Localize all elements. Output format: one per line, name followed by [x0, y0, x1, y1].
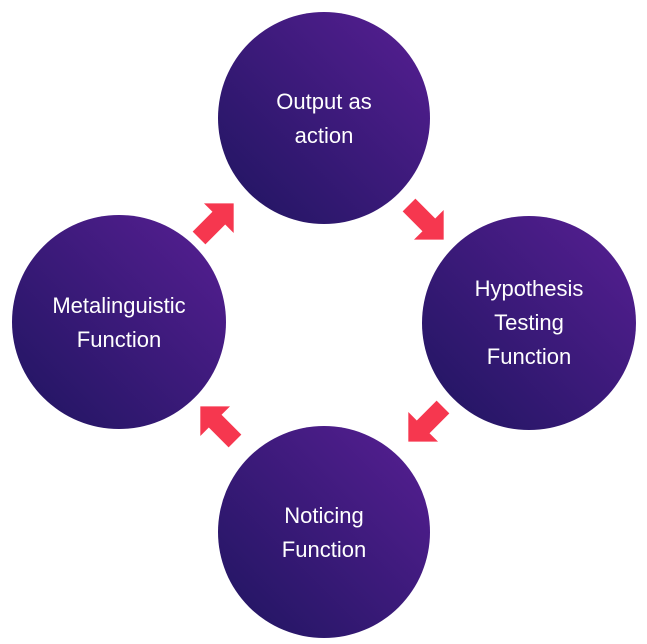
node-label-hypothesis-testing-function: Hypothesis Testing Function: [474, 276, 584, 369]
cycle-node-noticing-function: Noticing Function: [218, 426, 430, 638]
node-label-noticing-function: Noticing Function: [281, 503, 367, 562]
arrow-down-right-icon: [400, 196, 452, 248]
node-label-output-as-action: Output as action: [276, 89, 372, 148]
node-label-metalinguistic-function: Metalinguistic Function: [52, 293, 186, 352]
arrow-up-right-icon: [190, 195, 242, 247]
arrow-down-left-icon: [400, 398, 452, 450]
cycle-node-metalinguistic-function: Metalinguistic Function: [12, 215, 226, 429]
arrow-up-left-icon: [192, 398, 244, 450]
cycle-node-hypothesis-testing-function: Hypothesis Testing Function: [422, 216, 636, 430]
cycle-node-output-as-action: Output as action: [218, 12, 430, 224]
